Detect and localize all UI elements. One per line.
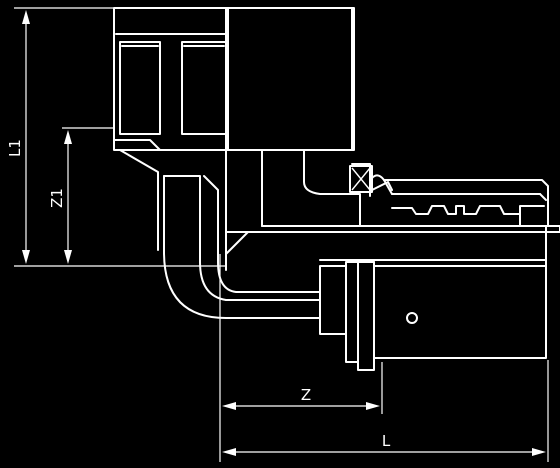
body-neck [119, 149, 159, 251]
press-sleeve [319, 163, 549, 371]
pipe-end [373, 265, 547, 359]
inspection-hole [406, 312, 418, 324]
elbow-body [113, 7, 355, 319]
label-l: L [382, 432, 391, 450]
elbow-inner-curve [199, 261, 227, 301]
socket-inner-wall [119, 41, 161, 135]
elbow-outer-curve [163, 175, 227, 319]
label-z: Z [301, 386, 311, 404]
pipe-teeth [391, 205, 545, 215]
socket-inner-wall-right [181, 41, 227, 135]
sleeve-outer [383, 179, 549, 227]
label-z1: Z1 [48, 188, 66, 208]
threaded-socket [113, 7, 355, 151]
label-l1: L1 [6, 139, 24, 157]
dimension-lines [14, 7, 549, 462]
sectioned-wall [225, 7, 560, 255]
sleeve-collar [319, 265, 347, 335]
